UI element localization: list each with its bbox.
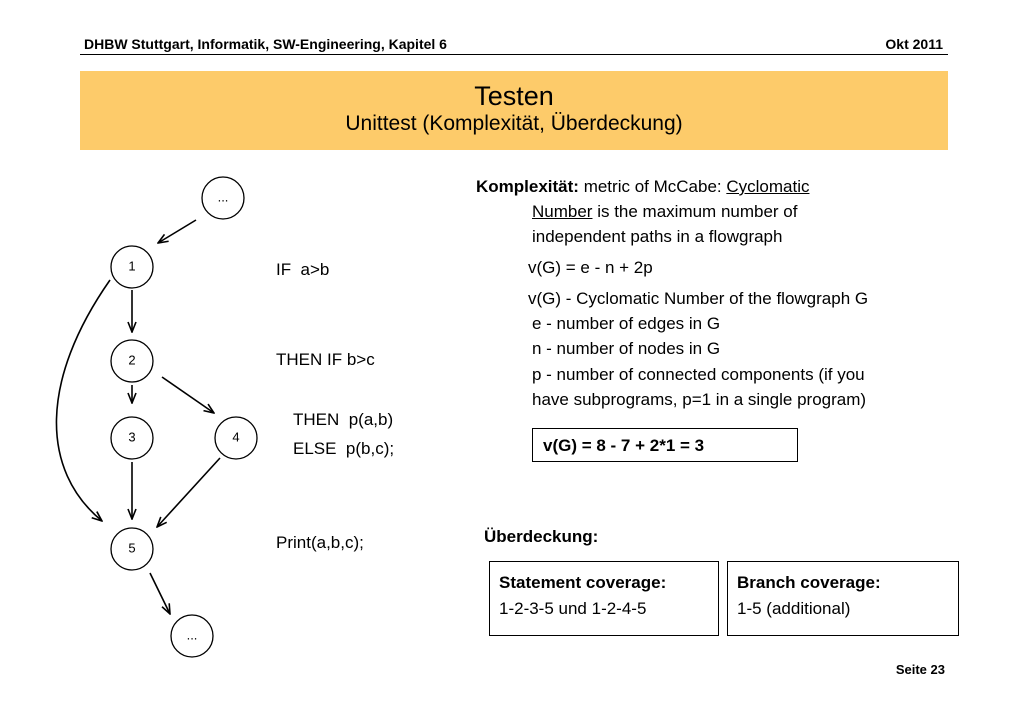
code-line-then: THEN p(a,b) xyxy=(293,410,394,429)
node-4-label: 4 xyxy=(232,429,239,444)
branch-coverage-title: Branch coverage: xyxy=(737,573,881,592)
node-3 xyxy=(110,416,154,460)
statement-coverage-title: Statement coverage: xyxy=(499,573,667,592)
complexity-definition-line2: Number is the maximum number of xyxy=(532,202,797,222)
def-e: e - number of edges in G xyxy=(532,314,721,333)
statement-coverage-box: Statement coverage: 1-2-3-5 und 1-2-4-5 xyxy=(489,561,719,636)
node-5-label: 5 xyxy=(128,540,135,555)
complexity-definition-line3: independent paths in a flowgraph xyxy=(532,227,783,246)
code-line-else: ELSE p(b,c); xyxy=(293,439,395,458)
node-2 xyxy=(110,339,154,383)
node-1-label: 1 xyxy=(128,258,135,273)
coverage-label: Überdeckung: xyxy=(484,527,599,546)
term-number: Number xyxy=(532,202,593,221)
edge-4-5 xyxy=(157,457,221,527)
def-n: n - number of nodes in G xyxy=(532,339,721,358)
edge-5-bottom xyxy=(149,572,170,614)
page-number: Seite 23 xyxy=(895,662,945,677)
slide-subtitle: Unittest (Komplexität, Überdeckung) xyxy=(345,112,683,135)
def-p-cont: have subprograms, p=1 in a single progra… xyxy=(532,390,867,409)
node-1 xyxy=(110,245,154,289)
complexity-rest1: is the maximum number of xyxy=(592,202,798,221)
edge-1-5 xyxy=(55,279,111,521)
result-box: v(G) = 8 - 7 + 2*1 = 3 xyxy=(532,428,798,462)
node-5 xyxy=(110,527,154,571)
complexity-intro: metric of McCabe: xyxy=(578,177,727,196)
statement-coverage-value: 1-2-3-5 und 1-2-4-5 xyxy=(499,599,647,618)
code-line-if: IF a>b xyxy=(276,260,330,279)
node-end xyxy=(170,614,214,658)
complexity-label: Komplexität: xyxy=(476,177,579,196)
def-p: p - number of connected components (if y… xyxy=(532,365,865,384)
complexity-formula: v(G) = e - n + 2p xyxy=(528,258,653,277)
node-start xyxy=(201,176,245,220)
header-divider xyxy=(80,54,948,55)
slide-title: Testen xyxy=(474,81,554,111)
node-start-label: ... xyxy=(218,189,229,204)
complexity-definition-line1: Komplexität: metric of McCabe: Cyclomati… xyxy=(476,177,809,197)
code-line-print: Print(a,b,c); xyxy=(276,533,364,552)
code-line-then-if: THEN IF b>c xyxy=(276,350,375,369)
title-banner: Testen Unittest (Komplexität, Überdeckun… xyxy=(80,71,948,150)
header-course-title: DHBW Stuttgart, Informatik, SW-Engineeri… xyxy=(84,36,447,52)
node-3-label: 3 xyxy=(128,429,135,444)
term-cyclomatic: Cyclomatic xyxy=(726,177,810,196)
def-vg: v(G) - Cyclomatic Number of the flowgrap… xyxy=(528,289,869,308)
node-end-label: ... xyxy=(187,627,198,642)
edge-top-1 xyxy=(158,219,197,243)
branch-coverage-value: 1-5 (additional) xyxy=(737,599,851,618)
node-4 xyxy=(214,416,258,460)
edge-2-4 xyxy=(161,376,214,413)
node-2-label: 2 xyxy=(128,352,135,367)
branch-coverage-box: Branch coverage: 1-5 (additional) xyxy=(727,561,959,636)
header-date: Okt 2011 xyxy=(885,36,943,52)
